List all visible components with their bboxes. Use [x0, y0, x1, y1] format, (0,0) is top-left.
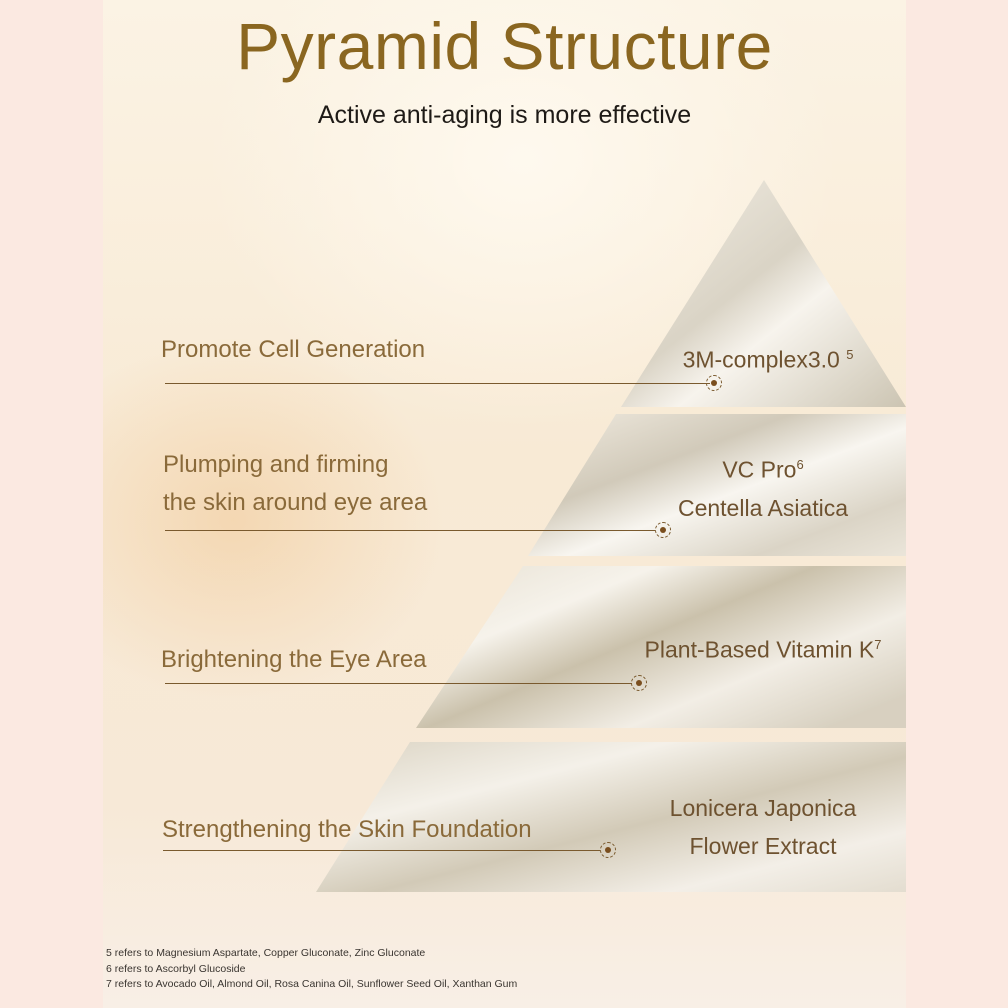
page-title: Pyramid Structure — [236, 9, 773, 83]
pyramid-tier-1 — [621, 180, 906, 407]
tier-2-benefit-line-2: the skin around eye area — [163, 489, 428, 516]
tier-1-footnote-ref: 5 — [846, 347, 854, 362]
tier-2-ingredient-line-1: VC Pro — [722, 456, 797, 483]
footnote-5: 5 refers to Magnesium Aspartate, Copper … — [106, 947, 426, 959]
tier-2-ingredient: VC Pro6 Centella Asiatica — [663, 446, 863, 527]
tier-4-ingredient-line-1: Lonicera Japonica — [669, 795, 857, 821]
tier-2-benefit: Plumping and firming the skin around eye… — [163, 446, 427, 522]
pyramid-tier-2 — [528, 414, 906, 556]
pyramid-tier-4 — [316, 742, 906, 892]
tier-2-ingredient-line-2: Centella Asiatica — [677, 494, 849, 521]
page-subtitle: Active anti-aging is more effective — [317, 101, 692, 129]
tier-3-ingredient-line-1: Plant-Based Vitamin K — [644, 636, 875, 663]
poster: Pyramid Structure Active anti-aging is m… — [103, 0, 906, 1008]
footnote-7: 7 refers to Avocado Oil, Almond Oil, Ros… — [106, 978, 518, 990]
tier-3-benefit: Brightening the Eye Area — [161, 646, 427, 673]
pyramid-graphic — [316, 180, 906, 892]
tier-4-benefit: Strengthening the Skin Foundation — [162, 816, 532, 843]
footnote-6: 6 refers to Ascorbyl Glucoside — [106, 962, 246, 975]
tier-1-ingredient-line-1: 3M-complex3.0 — [682, 346, 840, 373]
tier-4-ingredient: Lonicera Japonica Flower Extract — [658, 789, 868, 865]
tier-4-leader-line — [163, 850, 600, 851]
tier-2-leader-line — [165, 530, 655, 531]
tier-2-footnote-ref: 6 — [796, 457, 804, 472]
tier-1-leader-line — [165, 383, 710, 384]
tier-3-leader-line — [165, 683, 632, 684]
tier-1-ingredient: 3M-complex3.0 5 — [663, 336, 873, 379]
tier-1-marker — [706, 375, 722, 391]
pyramid-tier-3 — [416, 566, 906, 728]
tier-3-ingredient: Plant-Based Vitamin K7 — [628, 626, 898, 669]
tier-3-footnote-ref: 7 — [874, 637, 882, 652]
tier-1-benefit: Promote Cell Generation — [161, 336, 426, 363]
tier-4-ingredient-line-2: Flower Extract — [689, 833, 837, 859]
tier-4-marker — [600, 842, 616, 858]
footnotes: 5 refers to Magnesium Aspartate, Copper … — [106, 946, 517, 993]
tier-3-marker — [631, 675, 647, 691]
tier-2-benefit-line-1: Plumping and firming — [163, 451, 389, 478]
tier-2-marker — [655, 522, 671, 538]
